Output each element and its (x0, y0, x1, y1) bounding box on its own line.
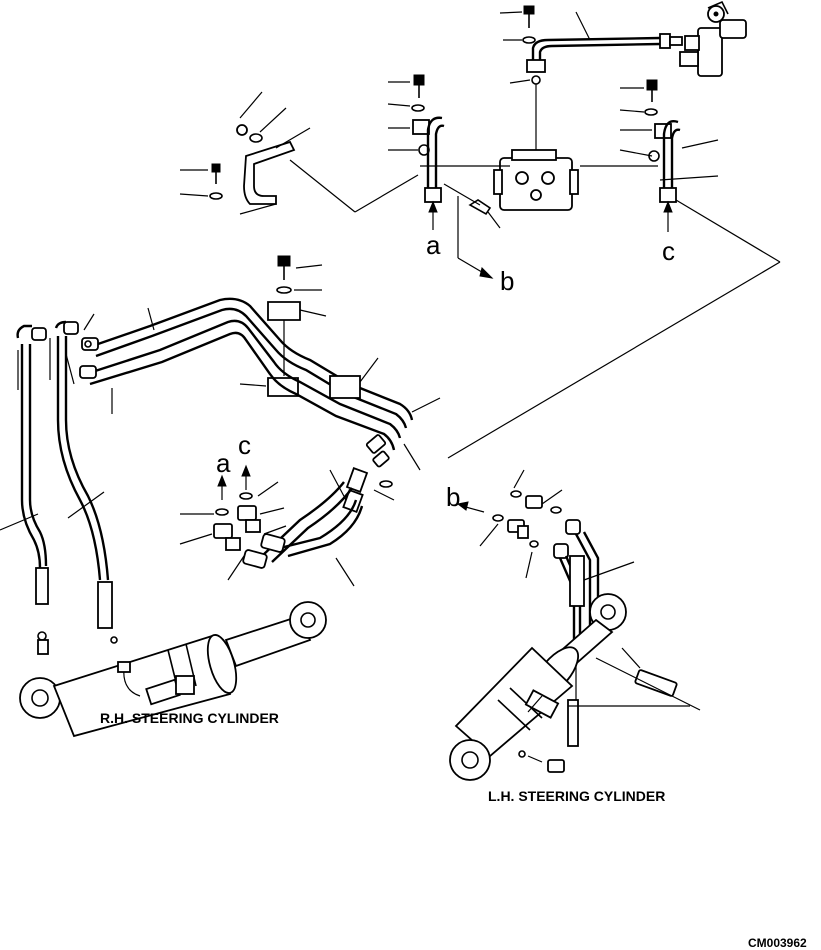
lh-steering-cylinder (449, 593, 701, 781)
ref-letter-a-top: a (426, 230, 441, 260)
long-hydraulic-tubes (79, 297, 441, 471)
ref-letter-a-middle: a (216, 448, 231, 478)
ref-letter-c-top: c (662, 236, 675, 266)
lh-fittings (456, 469, 563, 579)
priority-valve-top-right (679, 0, 747, 77)
fittings-a-c (179, 464, 287, 581)
drawing-code: CM003962 (748, 936, 807, 950)
rh-steering-cylinder (19, 601, 327, 738)
right-valve-line (447, 79, 781, 459)
ref-letter-b-lower: b (446, 482, 461, 512)
bracket-top-left (179, 91, 356, 215)
ref-letter-c-middle: c (238, 430, 251, 460)
steering-valve (493, 149, 579, 211)
hose-end-fittings (242, 434, 395, 587)
rh-cylinder-caption: R.H. STEERING CYLINDER (100, 710, 279, 726)
ref-letter-b-top: b (500, 266, 515, 296)
left-valve-line (354, 74, 510, 279)
rh-steering-lines (0, 320, 113, 655)
top-tube (499, 5, 683, 150)
lh-cylinder-caption: L.H. STEERING CYLINDER (488, 788, 666, 804)
